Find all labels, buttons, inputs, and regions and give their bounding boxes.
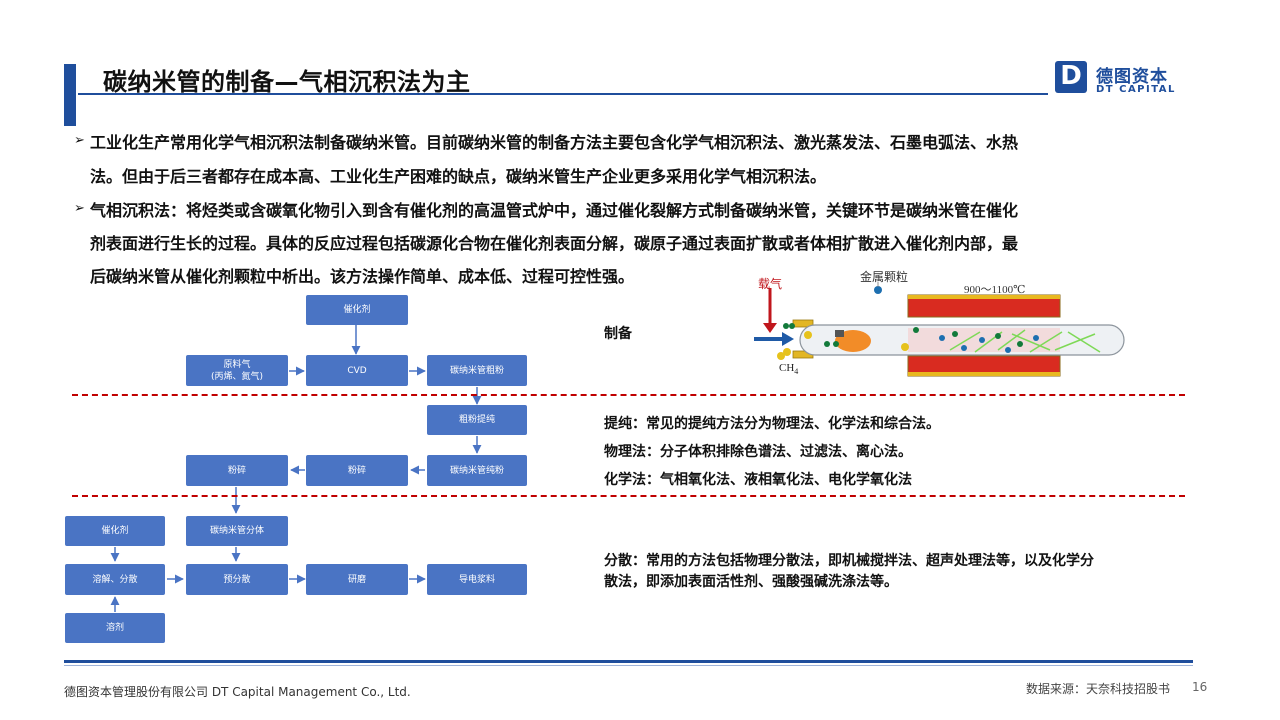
temperature-label: 900～1100℃ — [964, 284, 1026, 296]
flow-label: 粗粉提纯 — [458, 415, 495, 425]
cvd-furnace-diagram — [754, 282, 1125, 377]
bullet-arrow-icon: ➢ — [74, 133, 85, 148]
bullet-1-line-1: 工业化生产常用化学气相沉积法制备碳纳米管。目前碳纳米管的制备方法主要包含化学气相… — [90, 133, 1019, 152]
section-prep-label: 制备 — [604, 326, 632, 342]
flow-box-catalyst-bottom: 催化剂 — [65, 516, 165, 546]
heater-bottom-edge — [908, 372, 1060, 376]
title-accent-bar — [64, 64, 76, 126]
carrier-gas-label: 载气 — [758, 277, 783, 291]
bullet-2-line-1: 气相沉积法：将烃类或含碳氧化物引入到含有催化剂的高温管式炉中，通过催化裂解方式制… — [90, 201, 1019, 220]
flow-box-pure-powder: 碳纳米管纯粉 — [427, 455, 527, 486]
flow-label: 导电浆料 — [458, 574, 495, 585]
flow-box-crude-powder: 碳纳米管粗粉 — [427, 355, 527, 386]
flow-label: 研磨 — [347, 574, 366, 585]
footer-rule-thin — [64, 665, 1193, 666]
flow-box-conductive-paste: 导电浆料 — [427, 564, 527, 595]
flow-box-grind: 研磨 — [306, 564, 408, 595]
disperse-line-2: 散法，即添加表面活性剂、强酸强碱洗涤法等。 — [604, 574, 898, 590]
flow-label: 碳纳米管粗粉 — [449, 365, 504, 376]
methane-formula: CH — [779, 362, 795, 374]
flow-label: 预分散 — [223, 574, 251, 585]
bullet-arrow-icon: ➢ — [74, 201, 85, 216]
logo-chinese-name: 德图资本 — [1096, 67, 1168, 87]
footer-rule — [64, 660, 1193, 663]
bullet-2-line-2: 剂表面进行生长的过程。具体的反应过程包括碳源化合物在催化剂表面分解，碳原子通过表… — [90, 234, 1019, 253]
bullet-2-line-3: 后碳纳米管从催化剂颗粒中析出。该方法操作简单、成本低、过程可控性强。 — [90, 267, 635, 286]
disperse-line-1: 分散：常用的方法包括物理分散法，即机械搅拌法、超声处理法等，以及化学分 — [604, 553, 1094, 569]
page-number: 16 — [1192, 680, 1208, 694]
methane-subscript: 4 — [794, 367, 799, 377]
flow-label: CVD — [347, 365, 367, 376]
title-underline — [78, 93, 1048, 95]
flow-box-solvent: 溶剂 — [65, 613, 165, 643]
section-divider-2 — [72, 495, 1185, 497]
metal-particles — [777, 286, 1039, 360]
flow-label: 粉碎 — [227, 465, 246, 476]
flow-label: 催化剂 — [101, 526, 129, 536]
boat-support — [835, 330, 844, 337]
carrier-gas-arrow-head — [763, 323, 777, 333]
flow-label: 溶剂 — [105, 623, 124, 633]
purify-line-2: 物理法：分子体积排除色谱法、过滤法、离心法。 — [604, 444, 912, 460]
flow-box-purify: 粗粉提纯 — [427, 405, 527, 435]
methane-arrow-head — [782, 332, 794, 346]
flow-box-dispersant: 碳纳米管分体 — [186, 516, 288, 546]
flow-label: 碳纳米管纯粉 — [449, 465, 504, 476]
flow-box-predisperse: 预分散 — [186, 564, 288, 595]
bullet-1-line-2: 法。但由于后三者都存在成本高、工业化生产困难的缺点，碳纳米管生产企业更多采用化学… — [90, 167, 827, 186]
flow-box-raw-gas: 原料气 (丙烯、氮气) — [186, 355, 288, 386]
page-title: 碳纳米管的制备—气相沉积法为主 — [103, 68, 471, 96]
flow-box-dissolve: 溶解、分散 — [65, 564, 165, 595]
purify-line-3: 化学法：气相氧化法、液相氧化法、电化学氧化法 — [604, 472, 912, 488]
purify-line-1: 提纯：常见的提纯方法分为物理法、化学法和综合法。 — [604, 416, 940, 432]
flow-box-catalyst-top: 催化剂 — [306, 295, 408, 325]
logo-english-name: DT CAPITAL — [1096, 84, 1176, 95]
logo-mark-box — [1055, 61, 1087, 93]
heater-top-edge — [908, 295, 1060, 299]
flow-label: 催化剂 — [343, 305, 371, 315]
flow-box-crush-1: 粉碎 — [186, 455, 288, 486]
footer-company: 德图资本管理股份有限公司 DT Capital Management Co., … — [64, 685, 411, 699]
flow-box-cvd: CVD — [306, 355, 408, 386]
flow-label: 溶解、分散 — [92, 574, 138, 585]
flow-label: 粉碎 — [347, 465, 366, 476]
logo-mark: D — [1060, 61, 1082, 91]
flow-box-crush-2: 粉碎 — [306, 455, 408, 486]
flow-label: 原料气 — [223, 359, 251, 370]
section-divider-1 — [72, 394, 1185, 396]
metal-particles-label: 金属颗粒 — [860, 270, 909, 284]
footer-source: 数据来源：天奈科技招股书 — [1026, 682, 1171, 696]
flow-label: 碳纳米管分体 — [209, 526, 264, 536]
flow-sublabel: (丙烯、氮气) — [210, 371, 264, 382]
methane-label: CH4 — [779, 362, 798, 376]
